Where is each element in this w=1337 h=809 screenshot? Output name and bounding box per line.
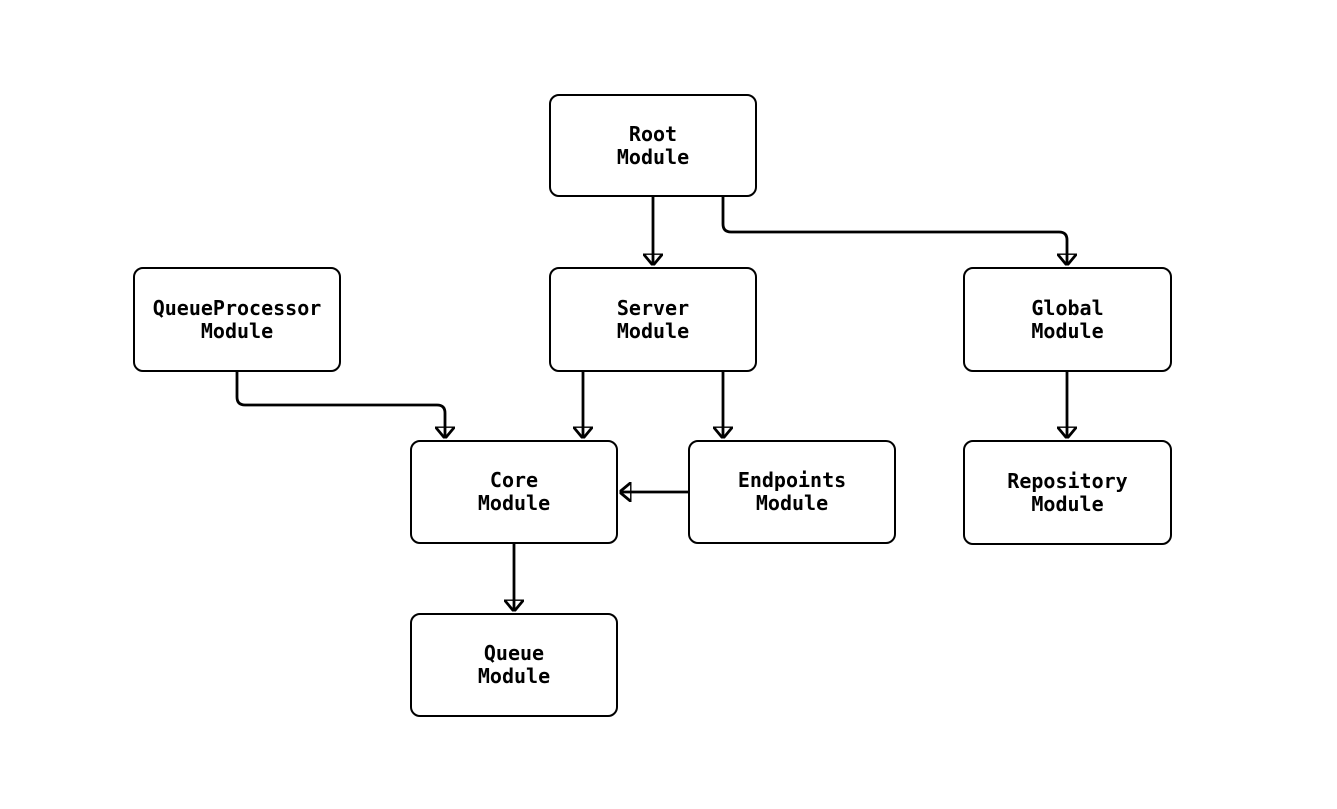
- node-repository-module: Repository Module: [963, 440, 1172, 545]
- edge-queueprocessor-to-core: [235, 372, 445, 438]
- node-endpoints-module: Endpoints Module: [688, 440, 896, 544]
- node-root-module: Root Module: [549, 94, 757, 197]
- edge-root-to-global: [721, 197, 1067, 265]
- node-global-module: Global Module: [963, 267, 1172, 372]
- node-queue-module: Queue Module: [410, 613, 618, 717]
- node-queueprocessor-module: QueueProcessor Module: [133, 267, 341, 372]
- node-core-module: Core Module: [410, 440, 618, 544]
- node-server-module: Server Module: [549, 267, 757, 372]
